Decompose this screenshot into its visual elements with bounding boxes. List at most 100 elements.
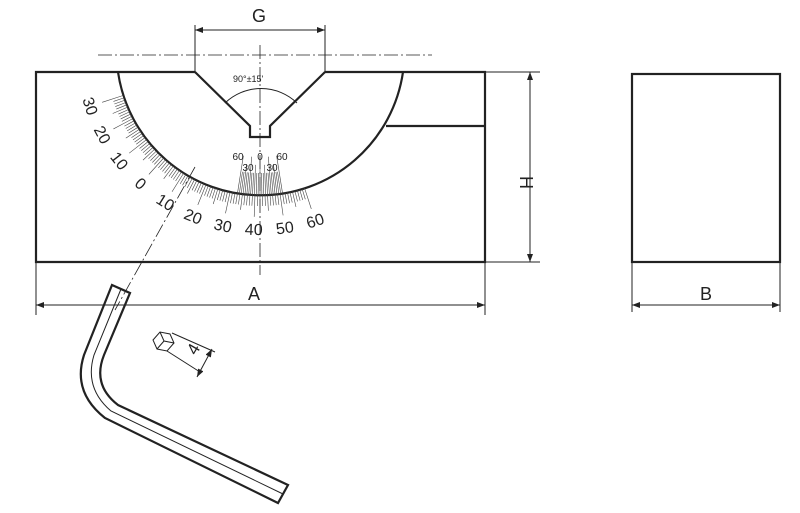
hex-key: 4 bbox=[79, 283, 290, 505]
scale-tick bbox=[152, 154, 161, 163]
vernier-label: 30 bbox=[266, 163, 278, 174]
scale-tick bbox=[206, 186, 212, 197]
vernier-tick bbox=[239, 171, 243, 194]
scale-label: 0 bbox=[131, 175, 149, 194]
scale-tick bbox=[211, 187, 216, 199]
scale-tick bbox=[296, 190, 301, 201]
vernier-tick bbox=[268, 156, 272, 195]
vernier-tick bbox=[246, 172, 250, 195]
dimension-b-label: B bbox=[700, 284, 712, 304]
scale-tick bbox=[114, 99, 125, 105]
scale-tick bbox=[120, 113, 131, 120]
scale-tick bbox=[240, 193, 243, 210]
scale-tick bbox=[196, 182, 202, 193]
scale-tick bbox=[168, 167, 176, 177]
scale-tick bbox=[243, 194, 246, 206]
scale-tick bbox=[102, 95, 124, 103]
angle-label: 90°±15' bbox=[233, 74, 264, 84]
scale-tick bbox=[186, 178, 193, 188]
vernier-tick bbox=[270, 172, 274, 195]
vernier-tick bbox=[262, 172, 265, 195]
scale-tick bbox=[171, 172, 184, 192]
vernier-tick bbox=[266, 172, 268, 195]
scale-tick bbox=[162, 162, 170, 172]
scale-tick bbox=[112, 106, 128, 114]
vernier-tick bbox=[252, 172, 254, 195]
scale-tick bbox=[235, 193, 238, 205]
scale-tick bbox=[144, 147, 154, 155]
scale-tick bbox=[279, 193, 284, 216]
scale-tick bbox=[158, 159, 166, 169]
scale-label: 20 bbox=[181, 206, 204, 228]
scale-tick bbox=[128, 127, 139, 134]
scale-tick bbox=[148, 150, 157, 159]
scale-tick bbox=[136, 137, 146, 145]
scale-tick bbox=[182, 175, 189, 186]
vernier-tick bbox=[276, 155, 283, 194]
scale-tick bbox=[113, 97, 124, 102]
scale-tick bbox=[246, 194, 248, 206]
scale-tick bbox=[148, 157, 164, 175]
scale-tick bbox=[204, 185, 209, 196]
scale-tick bbox=[230, 192, 233, 204]
scale-tick bbox=[251, 194, 253, 206]
scale-label: 40 bbox=[245, 222, 263, 240]
dimension-g-label: G bbox=[252, 6, 266, 26]
scale-label: 30 bbox=[78, 95, 100, 117]
vernier-tick bbox=[275, 171, 280, 194]
scale-tick bbox=[134, 135, 144, 143]
scale-tick bbox=[141, 143, 150, 151]
vernier-tick bbox=[267, 172, 270, 195]
scale-tick bbox=[116, 104, 127, 110]
vernier-tick bbox=[237, 155, 244, 194]
scale-tick bbox=[284, 192, 288, 204]
scale-label: 30 bbox=[212, 216, 233, 236]
scale-tick bbox=[139, 141, 149, 149]
scale-tick bbox=[124, 120, 135, 127]
scale-tick bbox=[225, 191, 231, 214]
scale-tick bbox=[191, 180, 198, 191]
vernier-label: 60 bbox=[232, 152, 244, 163]
scale-label: 20 bbox=[90, 123, 113, 147]
vernier-tick bbox=[240, 171, 245, 194]
scale-tick bbox=[294, 190, 298, 202]
scale-tick bbox=[219, 190, 224, 201]
scale-tick bbox=[173, 170, 180, 180]
scale-tick bbox=[132, 133, 143, 141]
vernier-tick bbox=[248, 156, 252, 195]
vernier-tick bbox=[272, 172, 276, 195]
vernier-tick bbox=[273, 164, 278, 195]
side-view: B bbox=[630, 72, 782, 312]
vernier-tick bbox=[250, 172, 253, 195]
scale-label: 50 bbox=[275, 219, 295, 238]
scale-tick bbox=[287, 192, 290, 204]
scale-tick bbox=[118, 109, 129, 115]
vernier-label: 0 bbox=[257, 152, 263, 163]
vernier-tick bbox=[277, 171, 281, 194]
dimension-a: A bbox=[35, 262, 486, 315]
scale-tick bbox=[154, 156, 163, 165]
hex-head bbox=[152, 331, 175, 352]
scale-tick bbox=[142, 148, 155, 161]
scale-tick bbox=[212, 188, 219, 205]
scale-tick bbox=[164, 164, 172, 174]
scale-tick bbox=[248, 194, 251, 206]
scale-tick bbox=[282, 193, 285, 205]
dimension-h-label: H bbox=[516, 176, 536, 189]
scale-tick bbox=[187, 179, 195, 194]
scale-tick bbox=[194, 181, 200, 192]
scale-tick bbox=[170, 168, 178, 179]
scale-tick bbox=[142, 145, 152, 153]
scale-label: 10 bbox=[153, 191, 177, 215]
vernier-tick bbox=[242, 164, 247, 195]
scale-tick bbox=[129, 139, 147, 154]
scale-tick bbox=[222, 190, 226, 202]
scale-tick bbox=[277, 193, 280, 205]
vernier-label: 30 bbox=[242, 163, 254, 174]
scale-tick bbox=[238, 193, 241, 205]
scale-tick bbox=[269, 194, 272, 206]
scale-tick bbox=[216, 189, 221, 201]
scale-label: 10 bbox=[106, 149, 130, 174]
